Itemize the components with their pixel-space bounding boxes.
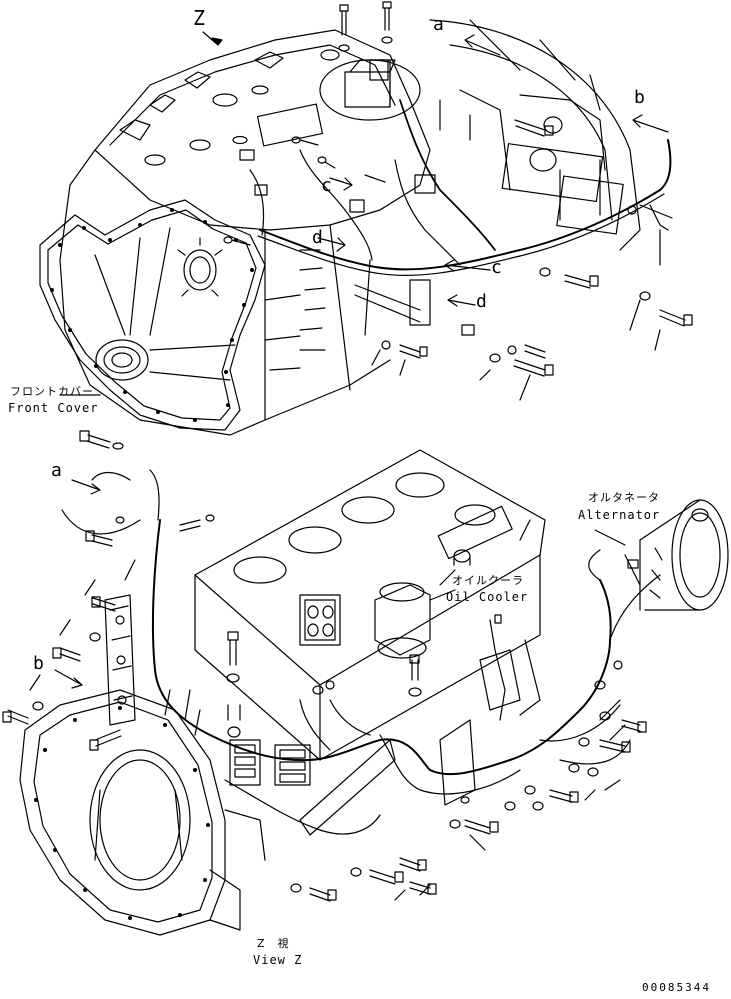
ref-label-d-upper: d bbox=[312, 227, 323, 248]
bolts-right-upper bbox=[224, 120, 692, 376]
harness-upper bbox=[260, 140, 670, 269]
upper-engine-view bbox=[40, 2, 692, 435]
ref-arrow-a-upper bbox=[465, 35, 500, 55]
bolts-top bbox=[339, 2, 392, 51]
alternator-body bbox=[628, 500, 728, 610]
flywheel-housing-outline bbox=[20, 690, 225, 935]
ref-label-c-right: c bbox=[491, 257, 502, 278]
front-cover-outline bbox=[40, 200, 265, 430]
front-cover-label-jp: フロントカバー bbox=[10, 385, 94, 398]
ref-label-d-right: d bbox=[476, 291, 487, 312]
ref-label-b-upper: b bbox=[634, 87, 645, 108]
oil-cooler-label-jp: オイルクーラ bbox=[452, 574, 524, 587]
bolts-lower bbox=[3, 431, 646, 901]
ref-label-a-lower: a bbox=[51, 460, 62, 481]
harness-lower bbox=[153, 520, 611, 774]
ref-arrow-a-lower bbox=[72, 480, 100, 494]
view-marker-z: Z bbox=[193, 6, 206, 30]
ref-arrow-b-upper bbox=[633, 115, 668, 132]
alternator-label-jp: オルタネータ bbox=[588, 491, 660, 504]
oil-cooler-body bbox=[375, 585, 430, 655]
ref-label-c-upper: c bbox=[321, 175, 332, 196]
view-z-arrow bbox=[203, 32, 222, 45]
front-cover-label-en: Front Cover bbox=[8, 401, 99, 415]
ref-label-b-lower: b bbox=[33, 653, 44, 674]
view-z-label-en: View Z bbox=[253, 953, 303, 967]
ref-arrow-b-lower bbox=[55, 670, 82, 688]
lower-engine-view bbox=[3, 431, 728, 935]
ref-label-a-upper: a bbox=[433, 14, 444, 35]
alternator-label-en: Alternator bbox=[578, 508, 661, 522]
oil-cooler-label-en: Oil Cooler bbox=[446, 590, 529, 604]
drawing-number: 00085344 bbox=[642, 981, 711, 994]
view-z-label-jp: Z 視 bbox=[257, 937, 290, 950]
